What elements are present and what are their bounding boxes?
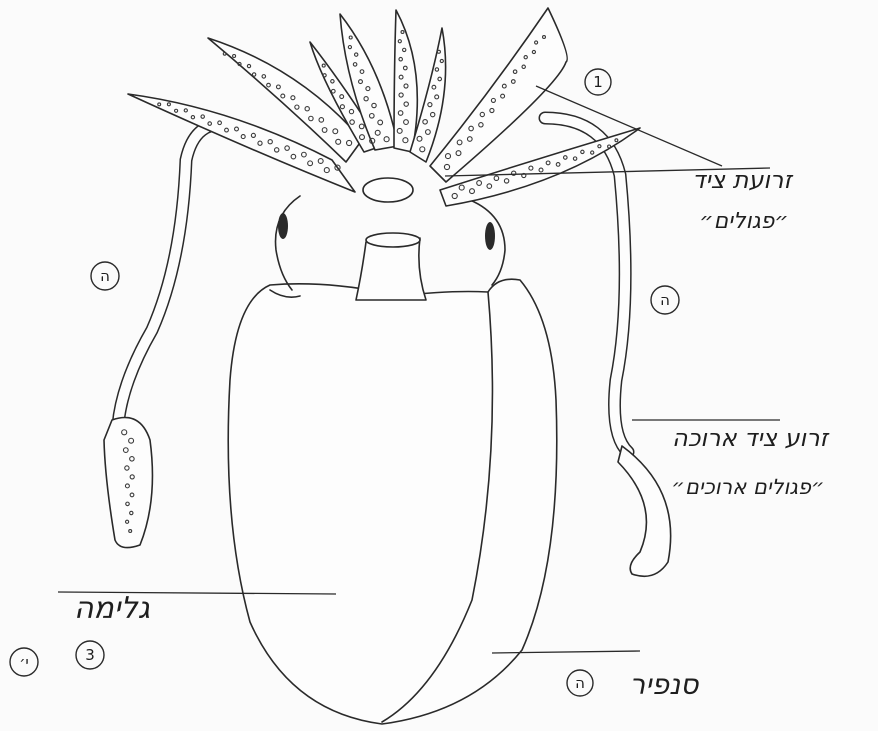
arms-marker: 1: [585, 69, 611, 95]
arms-label: זרועת ציד: [692, 166, 793, 194]
left-tentacle: [104, 124, 232, 548]
tentacle-left-marker-text: ה: [100, 267, 110, 285]
fin-marker-text: ה: [575, 674, 585, 692]
arms-label-quoted: ״פגולים״: [699, 209, 788, 234]
grade-marker: 3: [76, 641, 104, 669]
arms: [128, 8, 640, 206]
mantle-label: גלימה: [74, 591, 150, 626]
grade-marker-text: 3: [85, 646, 95, 664]
student-id-marker-text: י׳: [19, 653, 29, 671]
right-eye: [485, 222, 495, 250]
tentacle-label-quoted: ״פגולים ארוכים״: [671, 475, 824, 499]
funnel-opening: [366, 233, 420, 247]
fin-label: סנפיר: [630, 668, 700, 701]
head-left-outline: [276, 196, 301, 290]
left-eye: [278, 213, 288, 239]
tentacle-right-marker-text: ה: [660, 291, 670, 309]
fin-marker: ה: [567, 670, 593, 696]
left-tentacle-club: [104, 418, 152, 548]
right-tentacle: [545, 118, 671, 576]
arms-marker-text: 1: [593, 73, 603, 91]
student-id-marker: י׳: [10, 648, 38, 676]
tentacle-right-marker: ה: [651, 286, 679, 314]
mouth: [363, 178, 413, 202]
mantle-outline: [228, 279, 557, 724]
right-tentacle-club: [618, 446, 671, 576]
tentacle-left-marker: ה: [91, 262, 119, 290]
tentacle-label: זרוע ציד ארוכה: [672, 424, 830, 452]
mantle: [228, 279, 557, 724]
sucker-mark: [223, 52, 226, 55]
